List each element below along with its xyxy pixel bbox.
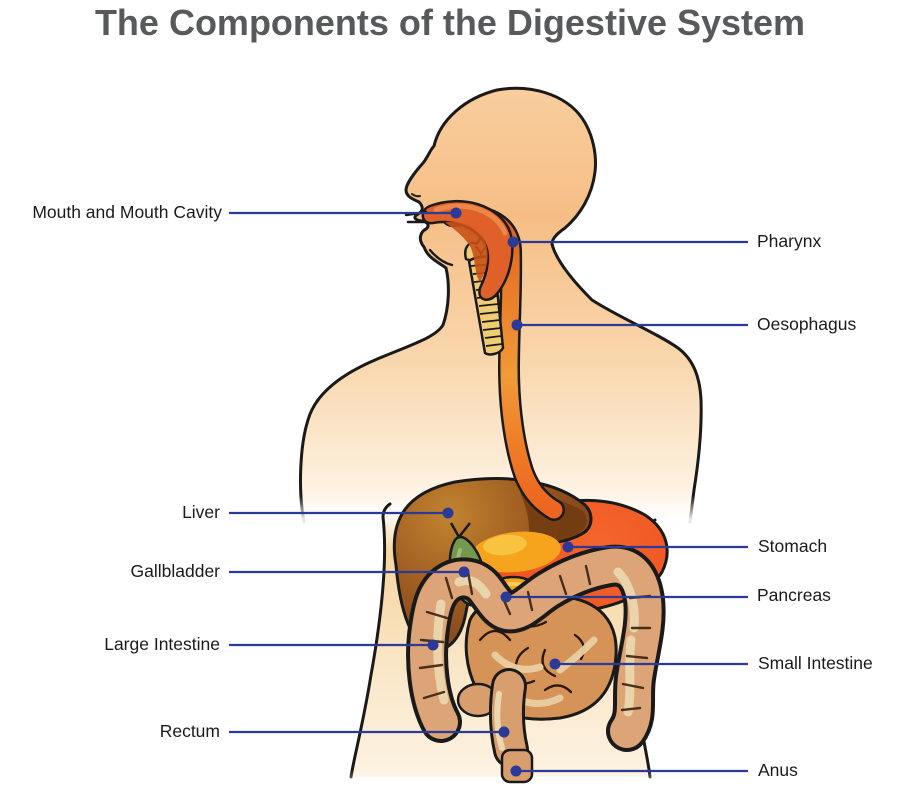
page-title: The Components of the Digestive System — [94, 2, 806, 43]
large-intestine-shape — [406, 544, 666, 752]
label-mouth: Mouth and Mouth Cavity — [32, 202, 222, 222]
label-pharynx: Pharynx — [757, 231, 822, 251]
leader-dot-stomach — [562, 541, 574, 553]
label-gallbladder: Gallbladder — [130, 561, 221, 581]
duodenum-patch — [471, 531, 561, 573]
leader-dot-large-intestine — [427, 639, 439, 651]
rectum-shape — [488, 668, 529, 768]
label-oesophagus: Oesophagus — [757, 314, 857, 334]
leader-dot-gallbladder — [458, 566, 470, 578]
mouth-cavity-shape — [404, 199, 514, 301]
leader-dot-mouth — [450, 207, 462, 219]
label-liver: Liver — [182, 502, 220, 522]
jaw-line — [428, 248, 454, 267]
label-rectum: Rectum — [159, 721, 220, 741]
label-stomach: Stomach — [758, 536, 828, 556]
leader-dot-anus — [510, 765, 522, 777]
label-pancreas: Pancreas — [757, 585, 831, 605]
label-small-intestine: Small Intestine — [758, 653, 873, 673]
leader-dot-pharynx — [507, 236, 519, 248]
leader-dot-oesophagus — [511, 319, 523, 331]
bottom-fade — [330, 770, 670, 808]
leader-dot-rectum — [498, 726, 510, 738]
label-anus: Anus — [758, 760, 798, 780]
leader-dot-pancreas — [500, 591, 512, 603]
leader-lines — [229, 207, 748, 777]
label-large-intestine: Large Intestine — [104, 634, 220, 654]
leader-dot-small-intestine — [549, 658, 561, 670]
leader-dot-liver — [442, 507, 454, 519]
nostril-line — [411, 193, 421, 198]
